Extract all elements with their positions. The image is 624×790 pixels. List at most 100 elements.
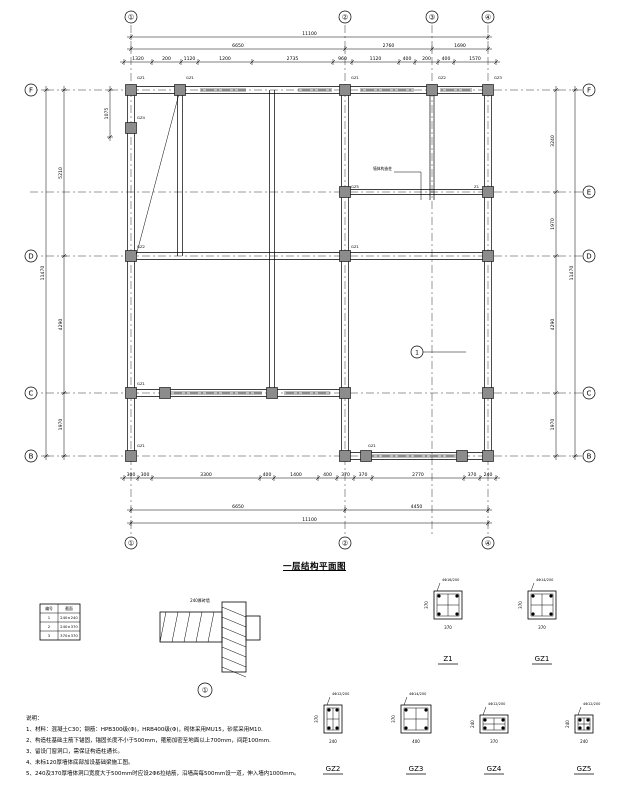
notes-block: 说明： 1、材料：混凝土C30；钢筋：HPB300级(Φ)，HRB400级(Φ)… bbox=[26, 714, 386, 780]
dim-top-detail-tick bbox=[349, 59, 355, 65]
section-wall-hatch bbox=[221, 646, 247, 658]
beam-callout-text: 墙体构造柱 bbox=[373, 166, 392, 171]
axis-label-right: D bbox=[586, 253, 591, 261]
dim-bottom-seg-text: 4450 bbox=[411, 504, 423, 510]
column bbox=[125, 84, 137, 96]
axis-bubble-left bbox=[24, 83, 38, 97]
dim-top-detail-text: 1320 bbox=[132, 56, 144, 62]
note-1: 1、材料：混凝土C30；钢筋：HPB300级(Φ)，HRB400级(Φ)，砌体采… bbox=[26, 727, 263, 733]
axis-label-right: F bbox=[587, 87, 591, 95]
dim-bottom-detail-text: 300 bbox=[127, 472, 136, 478]
dim-top-detail-text: 960 bbox=[338, 56, 347, 62]
column bbox=[125, 122, 137, 134]
dim-bottom-detail-text: 300 bbox=[141, 472, 150, 478]
dim-left-seg-tick bbox=[61, 253, 67, 259]
detail-gz2-outline bbox=[323, 704, 343, 734]
dim-bottom-overall-text: 11100 bbox=[302, 517, 317, 523]
section-wall bbox=[221, 601, 247, 673]
dim-bottom-detail-tick bbox=[271, 475, 277, 481]
dim-right-seg-tick bbox=[553, 453, 559, 459]
axis-bubble-left bbox=[24, 249, 38, 263]
section-label-bubble bbox=[197, 682, 213, 698]
detail-gz1-leader bbox=[530, 582, 535, 592]
detail-gz4-rebar bbox=[501, 718, 505, 722]
dim-top-seg-tick bbox=[485, 46, 491, 52]
section-wall-hatch bbox=[221, 626, 247, 638]
detail-gz5-rebar bbox=[586, 718, 590, 722]
detail-z1-rebar bbox=[437, 594, 441, 598]
dim-bottom-seg-tick bbox=[342, 507, 348, 513]
section-wall-hatch bbox=[221, 616, 247, 628]
detail-gz2-rebar bbox=[335, 726, 339, 730]
column-label: GZ1 bbox=[186, 75, 195, 80]
detail-gz2-rebar-text: 4Φ12/200 bbox=[332, 692, 349, 696]
detail-gz2-height: 370 bbox=[314, 715, 319, 723]
dim-top-detail-text: 1200 bbox=[219, 56, 231, 62]
axis-bubble-top bbox=[338, 10, 352, 24]
dim-top-detail-text: 1120 bbox=[184, 56, 196, 62]
detail-gz1-rebar-text: 4Φ14/200 bbox=[536, 578, 553, 582]
detail-gz4-rebar-text: 4Φ12/200 bbox=[488, 702, 505, 706]
dim-bottom-detail-tick bbox=[315, 475, 321, 481]
detail-gz5-rebar bbox=[578, 726, 582, 730]
legend-header: 编号 bbox=[45, 606, 53, 611]
dim-bottom-detail-tick bbox=[493, 475, 499, 481]
dim-bottom-detail-text: 2770 bbox=[412, 472, 424, 478]
detail-gz5-name: GZ5 bbox=[577, 765, 592, 773]
dim-top-detail-tick bbox=[121, 59, 127, 65]
column bbox=[125, 387, 137, 399]
dim-left-overall-tick bbox=[43, 453, 49, 459]
axis-label-top: ② bbox=[342, 14, 348, 22]
detail-z1-rebar bbox=[455, 594, 459, 598]
detail-gz4-leader bbox=[482, 706, 487, 716]
dim-bottom-detail-text: 370 bbox=[468, 472, 477, 478]
dim-right-seg-text: 1970 bbox=[550, 218, 556, 230]
axis-bubble-bottom bbox=[124, 536, 138, 550]
dim-bottom-seg-text: 6650 bbox=[232, 504, 244, 510]
detail-gz4-rebar bbox=[483, 726, 487, 730]
dim-top-detail-text: 1120 bbox=[370, 56, 382, 62]
axis-bubble-left bbox=[24, 386, 38, 400]
column bbox=[266, 387, 278, 399]
axis-bubble-top bbox=[425, 10, 439, 24]
detail-gz4-name: GZ4 bbox=[487, 765, 502, 773]
dim-bottom-detail-text: 240 bbox=[484, 472, 493, 478]
detail-gz2-name: GZ2 bbox=[326, 765, 341, 773]
legend-cell: 2 bbox=[48, 624, 51, 629]
section-note: 240厚砖墙 bbox=[190, 597, 210, 603]
dim-left-seg-text: 5210 bbox=[58, 167, 64, 179]
dim-bottom-detail-tick bbox=[149, 475, 155, 481]
dim-top-detail-text: 400 bbox=[442, 56, 451, 62]
axis-label-right: E bbox=[587, 189, 591, 197]
section-hatch bbox=[171, 611, 179, 643]
stair-line bbox=[135, 89, 181, 257]
dim-top-overall-text: 11100 bbox=[302, 31, 317, 37]
dim-top-overall-tick bbox=[128, 34, 134, 40]
dim-top-seg-tick bbox=[128, 46, 134, 52]
column bbox=[482, 450, 494, 462]
detail-gz1-height: 370 bbox=[518, 601, 523, 609]
detail-gz5-rebar-text: 4Φ12/200 bbox=[583, 702, 600, 706]
column-label: GZ1 bbox=[368, 443, 377, 448]
axis-label-bottom: ④ bbox=[485, 540, 491, 548]
detail-gz3-rebar bbox=[404, 708, 408, 712]
axis-bubble-right bbox=[582, 449, 596, 463]
dim-bottom-overall-tick bbox=[128, 520, 134, 526]
axis-label-left: F bbox=[29, 87, 33, 95]
dim-top-detail-text: 200 bbox=[422, 56, 431, 62]
section-slab bbox=[159, 611, 223, 643]
axis-label-top: ③ bbox=[429, 14, 435, 22]
dim-top-seg-text: 1690 bbox=[454, 43, 466, 49]
note-5: 5、240及370厚墙体洞口宽度大于500mm时应设2Φ6拉结筋，沿墙高每500… bbox=[26, 771, 300, 777]
column bbox=[482, 250, 494, 262]
axis-bubble-bottom bbox=[481, 536, 495, 550]
section-wall-hatch bbox=[221, 666, 247, 678]
detail-gz1-outline bbox=[527, 590, 557, 620]
section-hatch bbox=[159, 611, 167, 643]
dim-bottom-detail-tick bbox=[135, 475, 141, 481]
legend-cell: 370×370 bbox=[60, 633, 78, 638]
axis-label-right: B bbox=[587, 453, 592, 461]
dim-left-small-tick bbox=[107, 134, 113, 140]
detail-gz4-width: 370 bbox=[490, 739, 498, 744]
